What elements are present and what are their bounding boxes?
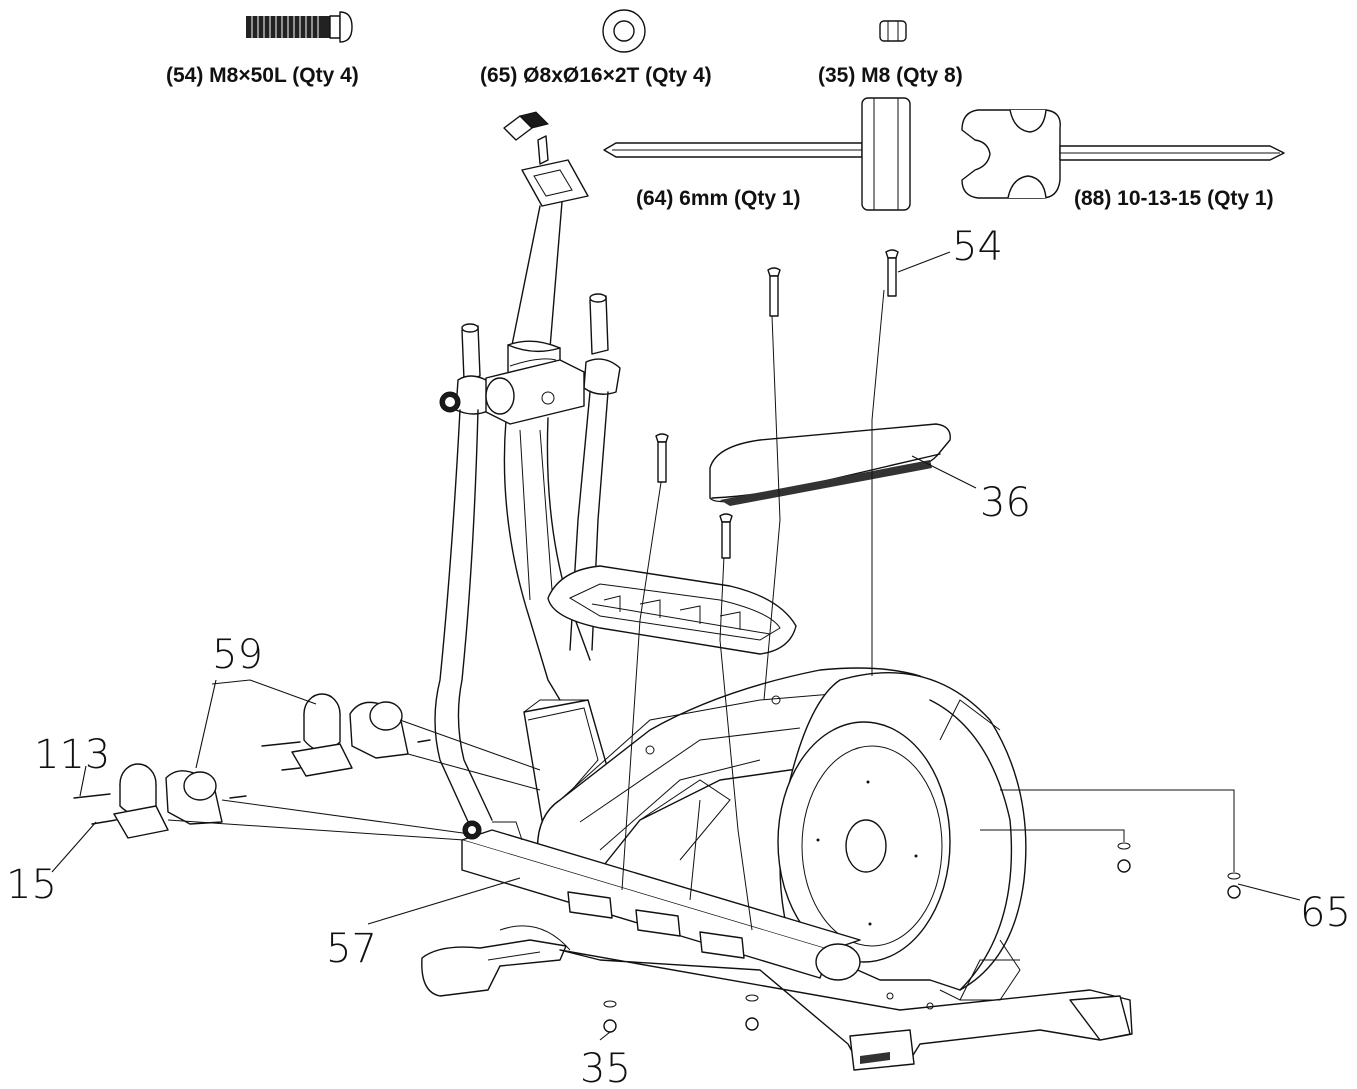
rear-stabilizer <box>559 939 1133 1071</box>
wheel-covers-59 <box>113 693 409 839</box>
allen-wrench-icon <box>603 97 911 211</box>
callout-113: 113 <box>34 732 110 778</box>
spanner-label: (88) 10-13-15 (Qty 1) <box>1074 187 1274 210</box>
bolt-icon <box>246 11 353 43</box>
right-handlebar <box>569 293 621 651</box>
pedal-tray <box>547 565 797 655</box>
nut-icon <box>879 20 907 42</box>
callout-59: 59 <box>212 632 263 678</box>
callout-36: 36 <box>980 480 1031 526</box>
foot-pedal-36 <box>709 423 951 506</box>
allen-wrench-label: (64) 6mm (Qty 1) <box>636 187 801 210</box>
washer-icon <box>602 9 646 53</box>
callout-65: 65 <box>1300 890 1351 936</box>
nut-label: (35) M8 (Qty 8) <box>818 64 963 87</box>
callout-35: 35 <box>580 1046 631 1089</box>
spanner-icon <box>961 109 1285 199</box>
left-handlebar <box>434 323 493 827</box>
front-stabilizer <box>421 925 571 997</box>
bolt-label: (54) M8×50L (Qty 4) <box>166 64 359 87</box>
callout-15: 15 <box>6 862 57 908</box>
elliptical-trainer <box>73 111 1241 1071</box>
bolt-54-parts <box>655 249 899 559</box>
nut-washer-parts <box>603 842 1241 1033</box>
screws-113-15 <box>73 739 431 825</box>
console-mount <box>503 111 589 207</box>
washer-label: (65) Ø8xØ16×2T (Qty 4) <box>480 64 712 87</box>
flywheel <box>777 671 1027 991</box>
callout-54: 54 <box>952 224 1003 270</box>
callout-57: 57 <box>326 926 377 972</box>
